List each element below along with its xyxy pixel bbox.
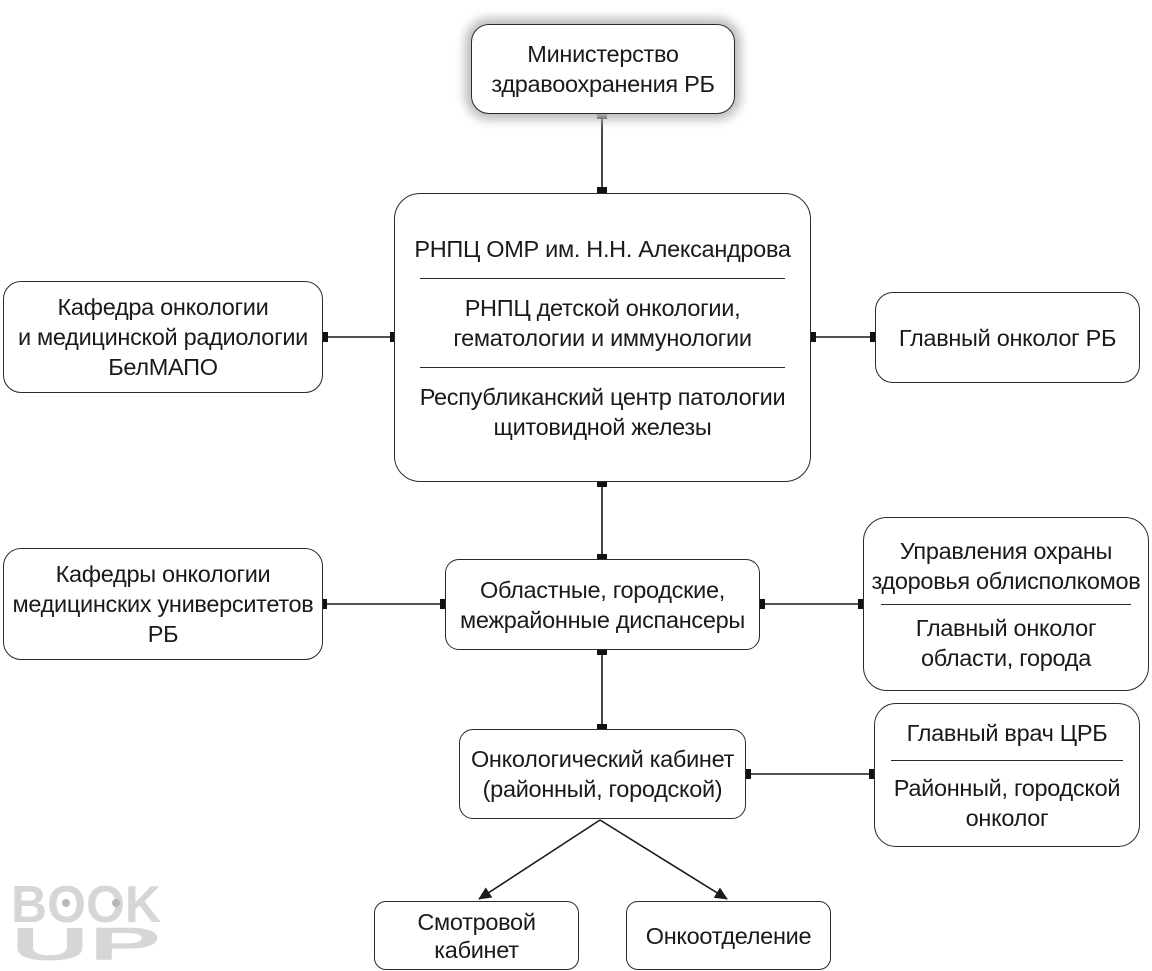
node-screening-line: Смотровой [417, 908, 536, 935]
section-crb-chief-doctor: Главный врач ЦРБ [906, 719, 1108, 746]
node-university-line: Кафедры онкологии [55, 561, 271, 587]
node-oncology-department[interactable]: Онкоотделение [626, 901, 831, 970]
node-republican-centers[interactable]: РНПЦ ОМР им. Н.Н. Александрова РНПЦ детс… [394, 193, 811, 482]
section-divider [890, 759, 1124, 761]
node-regional-health-admin[interactable]: Управления охраны здоровья облисполкомов… [863, 517, 1149, 691]
node-dispensaries-line: межрайонные диспансеры [459, 606, 745, 633]
node-belmapo-department[interactable]: Кафедра онкологии и медицинской радиолог… [3, 281, 323, 393]
node-chief-oncologist[interactable]: Главный онколог РБ [875, 292, 1140, 383]
section-regional-oncologist: Главный онколог области, города [915, 614, 1097, 671]
node-belmapo-line: БелМАПО [108, 354, 218, 380]
node-screening-room[interactable]: Смотровой кабинет [374, 901, 579, 970]
section-health-departments: Управления охраны здоровья облисполкомов [871, 537, 1141, 594]
section-divider [419, 366, 786, 368]
node-screening-line: кабинет [434, 936, 519, 963]
node-cabinet-line: Онкологический кабинет [470, 746, 735, 772]
node-crb-chief[interactable]: Главный врач ЦРБ Районный, городской онк… [874, 703, 1140, 847]
node-oncology-cabinet[interactable]: Онкологический кабинет (районный, городс… [459, 729, 746, 819]
node-belmapo-line: Кафедра онкологии [57, 294, 269, 320]
node-onco-dept-line: Онкоотделение [645, 922, 812, 949]
node-university-departments[interactable]: Кафедры онкологии медицинских университе… [3, 548, 323, 660]
section-district-oncologist: Районный, городской онколог [893, 774, 1121, 831]
node-ministry[interactable]: Министерство здравоохранения РБ [471, 24, 735, 114]
node-dispensaries-line: Областные, городские, [480, 576, 725, 603]
arrow-cabinet-screening [478, 819, 601, 900]
section-thyroid-pathology-center: Республиканский центр патологии щитовидн… [419, 383, 786, 440]
node-cabinet-line: (районный, городской) [482, 776, 723, 802]
bookup-watermark-logo: BOOK UP [11, 878, 161, 962]
node-university-line: медицинских университетов [12, 591, 314, 617]
section-rnpc-pediatric-oncology: РНПЦ детской онкологии, гематологии и им… [453, 294, 752, 351]
watermark-text-top: BOOK [11, 878, 161, 934]
section-divider [419, 277, 786, 279]
node-chief-oncologist-line: Главный онколог РБ [898, 324, 1117, 351]
watermark-eye-dot [62, 899, 70, 907]
node-university-line: РБ [147, 621, 179, 647]
section-rnpc-omr: РНПЦ ОМР им. Н.Н. Александрова [414, 235, 791, 262]
node-belmapo-line: и медицинской радиологии [18, 324, 308, 350]
node-dispensaries[interactable]: Областные, городские, межрайонные диспан… [445, 559, 760, 650]
node-ministry-line: Министерство [527, 41, 679, 67]
section-divider [881, 603, 1131, 605]
watermark-eye-dot [112, 899, 120, 907]
arrow-cabinet-onco-dept [599, 819, 728, 900]
node-ministry-line: здравоохранения РБ [491, 71, 715, 97]
watermark-text-bottom: UP [11, 918, 161, 962]
